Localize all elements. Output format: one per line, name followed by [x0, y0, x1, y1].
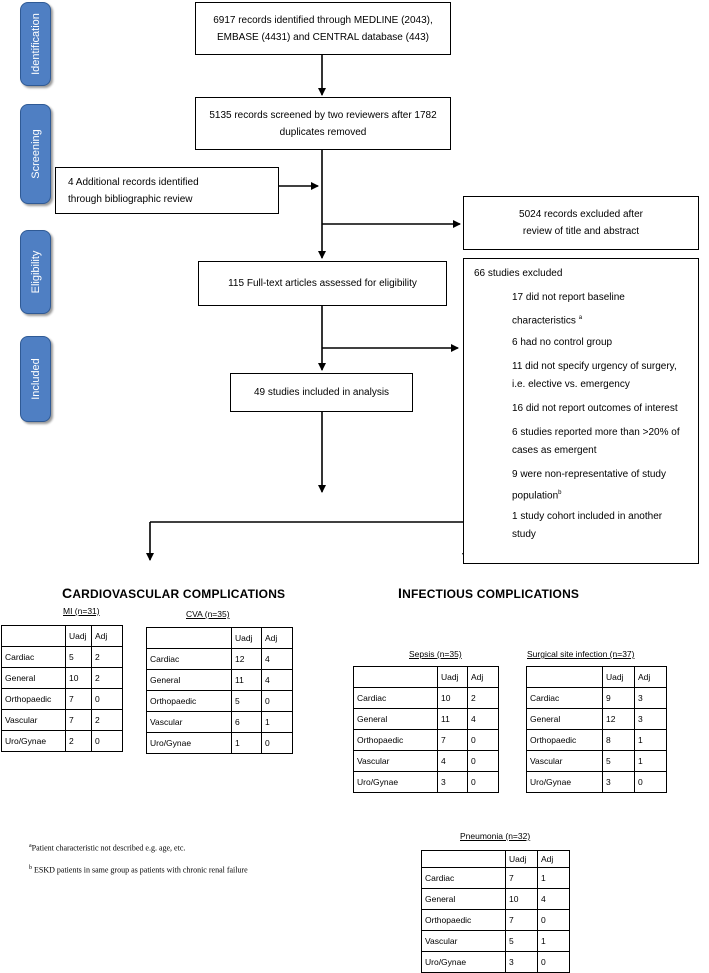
box-records-screened: 5135 records screened by two reviewers a… — [195, 97, 451, 150]
footnote-b: b ESKD patients in same group as patient… — [29, 865, 248, 875]
table-title-pneumonia: Pneumonia (n=32) — [460, 831, 531, 841]
heading-cardiovascular: CARDIOVASCULAR COMPLICATIONS — [62, 585, 286, 601]
exclusion-line: i.e. elective vs. emergency — [512, 379, 630, 390]
exclusion-line: 11 did not specify urgency of surgery, — [512, 361, 677, 372]
heading-infectious: INFECTIOUS COMPLICATIONS — [398, 585, 580, 601]
table-title-cva: CVA (n=35) — [186, 609, 230, 619]
exclusions-header: 66 studies excluded — [474, 268, 563, 279]
box-studies-excluded: 66 studies excluded 17 did not report ba… — [463, 258, 699, 564]
exclusion-line: 9 were non-representative of study — [512, 469, 666, 480]
exclusion-line: populationb — [512, 490, 562, 502]
exclusion-line: 1 study cohort included in another — [512, 511, 663, 522]
table-title-sepsis: Sepsis (n=35) — [409, 649, 462, 659]
box-studies-included: 49 studies included in analysis — [230, 373, 413, 412]
exclusion-line: 6 studies reported more than >20% of — [512, 427, 680, 438]
box-fulltext-assessed: 115 Full-text articles assessed for elig… — [198, 261, 447, 306]
box-records-identified: 6917 records identified through MEDLINE … — [195, 2, 451, 55]
stage-eligibility: Eligibility — [20, 230, 51, 314]
exclusion-line: 16 did not report outcomes of interest — [512, 403, 678, 414]
flow-connectors — [146, 55, 470, 561]
exclusion-line: cases as emergent — [512, 445, 597, 456]
table-title-mi: MI (n=31) — [63, 606, 100, 616]
exclusion-line: characteristics a — [512, 315, 583, 327]
exclusion-line: 17 did not report baseline — [512, 292, 625, 303]
stage-included: Included — [20, 336, 51, 422]
stage-identification: Identification — [20, 2, 51, 86]
exclusion-line: 6 had no control group — [512, 337, 613, 348]
table-title-ssi: Surgical site infection (n=37) — [527, 649, 635, 659]
footnote-a: aPatient characteristic not described e.… — [29, 843, 186, 853]
exclusion-line: study — [512, 529, 536, 540]
stage-screening: Screening — [20, 104, 51, 204]
